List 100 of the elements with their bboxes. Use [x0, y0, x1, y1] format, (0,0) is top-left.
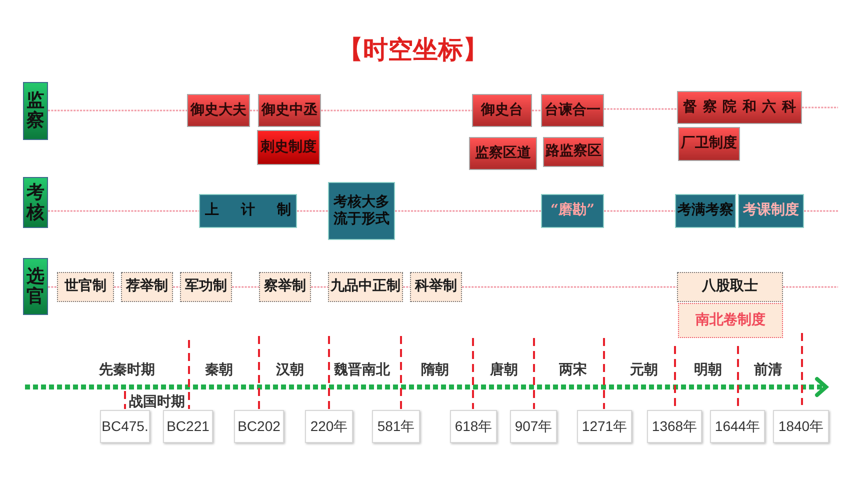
system-box — [543, 137, 604, 167]
system-box — [675, 194, 736, 228]
era-label: 前清 — [754, 361, 782, 379]
connector-line — [173, 286, 180, 288]
system-box — [469, 137, 537, 170]
date-box — [710, 410, 765, 443]
system-label: 科举制 — [415, 278, 457, 296]
system-label: 御史中丞 — [262, 102, 318, 120]
connector-line — [532, 110, 541, 112]
system-box — [187, 94, 250, 127]
connector-line — [604, 210, 675, 212]
system-box — [259, 272, 311, 302]
system-label: 御史台 — [481, 102, 523, 120]
system-label: 御史大夫 — [190, 102, 246, 120]
category-box — [23, 82, 48, 140]
date-box — [773, 410, 829, 443]
system-box — [199, 194, 297, 228]
connector-line — [804, 210, 838, 212]
system-box — [258, 94, 321, 127]
connector-line — [403, 286, 410, 288]
system-label: 考课制度 — [743, 202, 799, 220]
date-box — [100, 410, 150, 443]
era-label: 两宋 — [559, 361, 587, 379]
system-box — [257, 130, 320, 165]
era-label: 秦朝 — [205, 361, 233, 379]
date-label: 907年 — [514, 418, 552, 436]
era-label: 汉朝 — [276, 361, 304, 379]
system-label: 世官制 — [64, 278, 106, 296]
connector-line — [462, 286, 677, 288]
date-box — [372, 410, 420, 443]
connector-line — [311, 286, 328, 288]
system-box — [677, 272, 783, 302]
system-label: 军功制 — [185, 278, 227, 296]
system-label: 上 计 制 — [204, 202, 292, 220]
connector-line — [297, 210, 328, 212]
date-box — [163, 410, 213, 443]
system-box — [328, 272, 403, 302]
system-box — [677, 91, 802, 124]
date-box — [577, 410, 632, 443]
system-label: 台谏合一 — [544, 102, 600, 120]
connector-line — [395, 210, 541, 212]
system-box — [738, 194, 804, 228]
category-box — [23, 177, 48, 228]
connector-line — [250, 110, 258, 112]
era-label: 元朝 — [630, 361, 658, 379]
era-label: 先秦时期 — [99, 361, 155, 379]
era-label: 魏晋南北 — [334, 361, 390, 379]
system-label: 考核大多流于形式 — [332, 194, 390, 228]
connector-line — [802, 106, 838, 108]
system-label: 考满考察 — [678, 202, 734, 220]
system-label: 督 察 院 和 六 科 — [682, 98, 797, 116]
date-label: BC475. — [102, 418, 148, 436]
date-label: 1368年 — [652, 418, 698, 436]
date-box — [450, 410, 497, 443]
system-box — [678, 127, 740, 161]
date-box — [305, 410, 353, 443]
date-box — [510, 410, 557, 443]
diagram-title: 【时空坐标】 — [338, 34, 488, 66]
connector-line — [48, 286, 57, 288]
connector-line — [604, 108, 677, 110]
system-box — [57, 272, 114, 302]
connector-line — [114, 286, 121, 288]
date-label: 1644年 — [714, 418, 760, 436]
system-box — [180, 272, 232, 302]
system-box — [541, 194, 604, 228]
date-label: 618年 — [454, 418, 492, 436]
system-box — [410, 272, 462, 302]
system-box — [328, 182, 395, 240]
category-label: 考核 — [26, 182, 44, 222]
era-label: 隋朝 — [421, 361, 449, 379]
system-label: “磨勘” — [550, 202, 595, 220]
era-label: 战国时期 — [129, 393, 185, 411]
date-label: BC221 — [166, 418, 210, 436]
date-label: 1840年 — [778, 418, 824, 436]
system-box — [472, 94, 532, 127]
category-label: 监察 — [26, 91, 44, 131]
system-label: 九品中正制 — [330, 278, 400, 296]
era-label: 明朝 — [694, 361, 722, 379]
system-label: 察举制 — [264, 278, 306, 296]
connector-line — [232, 286, 259, 288]
system-box — [121, 272, 173, 302]
date-label: 581年 — [377, 418, 415, 436]
date-label: BC202 — [238, 418, 280, 436]
system-label: 路监察区 — [546, 143, 602, 161]
connector-line — [48, 110, 187, 112]
system-box — [678, 303, 783, 338]
category-label: 选官 — [26, 266, 44, 306]
connector-line — [321, 110, 472, 112]
system-label: 刺史制度 — [260, 138, 316, 156]
system-label: 南北卷制度 — [696, 312, 766, 330]
system-label: 厂卫制度 — [681, 135, 737, 153]
system-label: 八股取士 — [702, 278, 758, 296]
date-box — [234, 410, 284, 443]
date-box — [647, 410, 702, 443]
date-label: 1271年 — [582, 418, 628, 436]
system-label: 荐举制 — [126, 278, 168, 296]
connector-line — [48, 210, 199, 212]
system-label: 监察区道 — [475, 144, 531, 162]
era-label: 唐朝 — [490, 361, 518, 379]
system-box — [541, 94, 604, 127]
